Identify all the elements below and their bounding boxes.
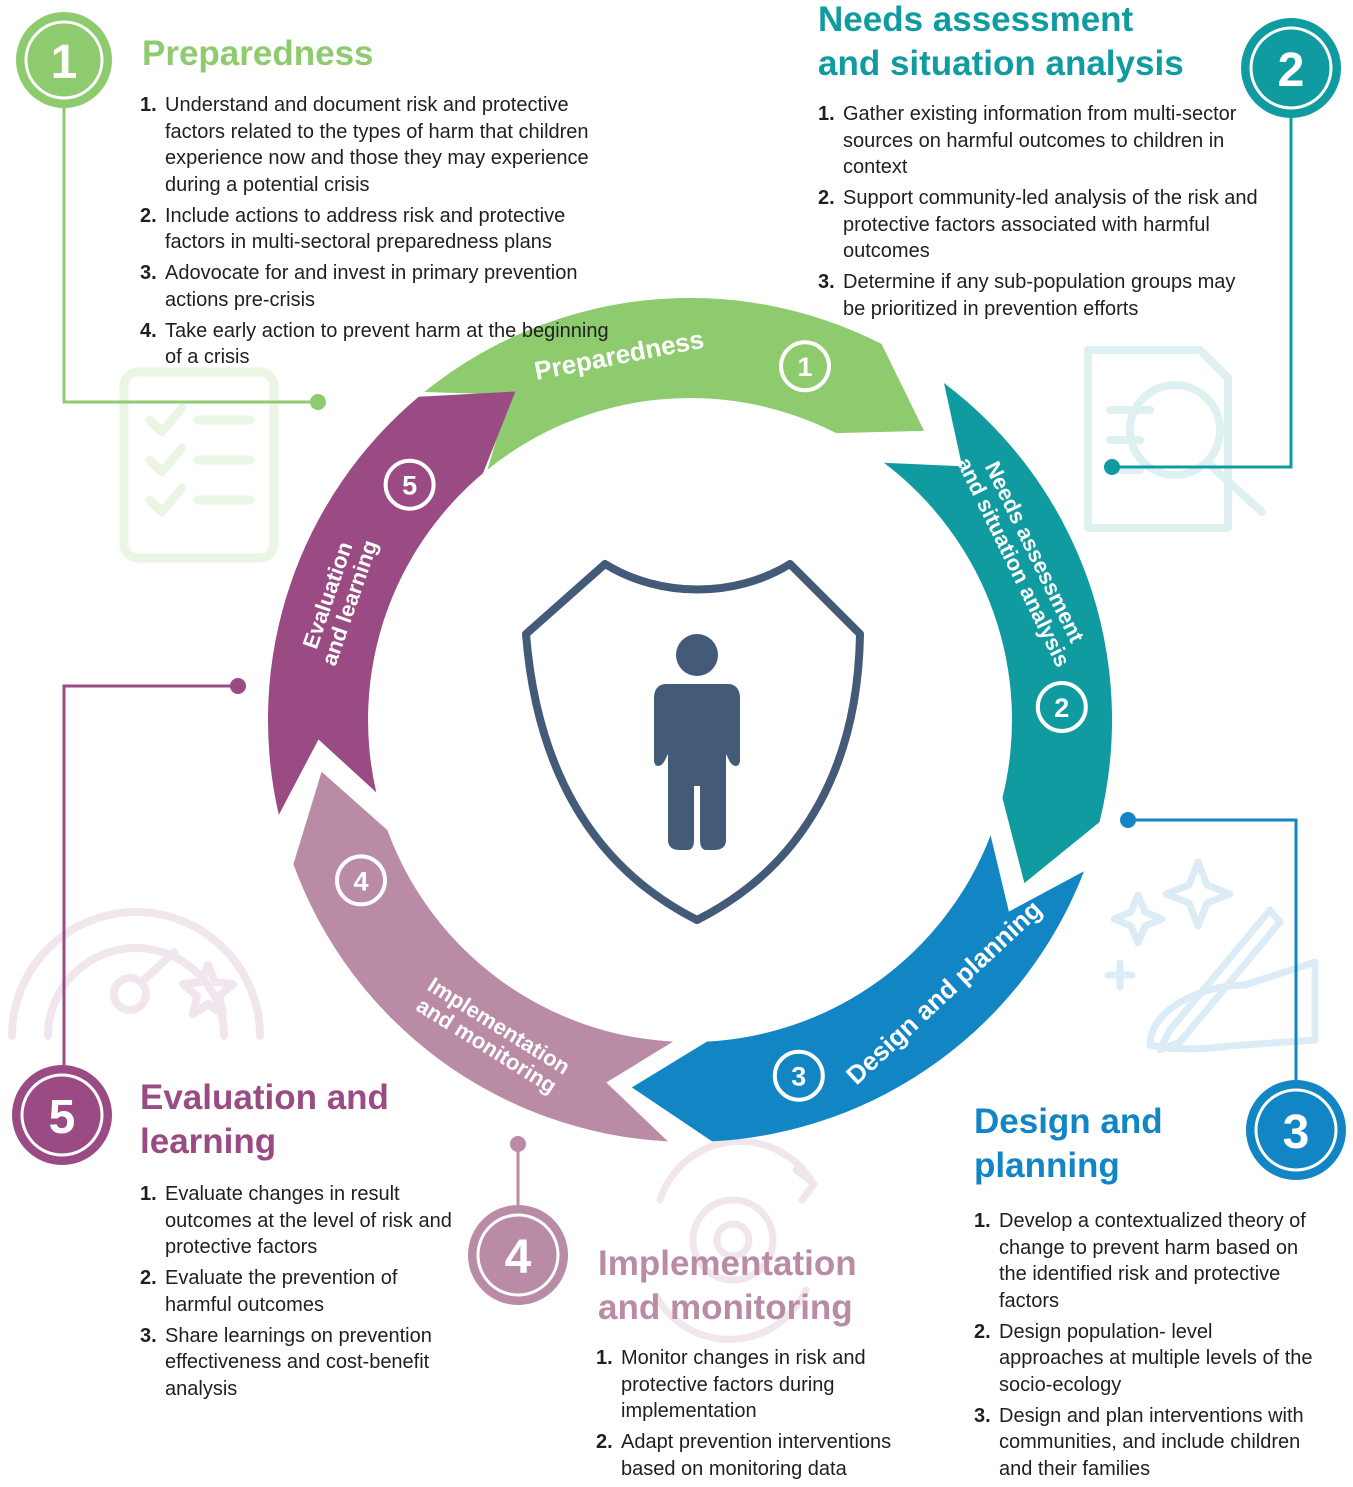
ring-number-circle-2 [1035, 681, 1088, 733]
connector-dot-1 [310, 394, 326, 410]
shield-person-icon [522, 560, 864, 924]
connector-dot-4 [510, 1136, 526, 1152]
list-item: 1.Evaluate changes in result outcomes at… [140, 1183, 452, 1258]
badge-2: 2 [1241, 18, 1341, 118]
ring-number-3: 3 [791, 1062, 806, 1092]
stage-1-steps: 1.Understand and document risk and prote… [140, 92, 610, 375]
document-search-icon [1084, 346, 1266, 532]
svg-text:1: 1 [51, 36, 78, 89]
connector-1 [62, 90, 318, 404]
connector-2 [1112, 112, 1293, 469]
stage-2-title: Needs assessment and situation analysis [818, 0, 1184, 83]
badge-3: 3 [1246, 1080, 1346, 1180]
svg-text:4: 4 [505, 1231, 532, 1284]
stage-3-title: Design and planning [974, 1102, 1163, 1185]
ring-number-2: 2 [1054, 693, 1069, 723]
list-item: 2.Adapt prevention interventions based o… [596, 1431, 892, 1480]
list-item: 3.Design and plan interventions with com… [974, 1404, 1304, 1480]
checklist-icon [119, 367, 279, 563]
stage-4-title: Implementation and monitoring [598, 1244, 857, 1327]
ring-number-circle-4 [335, 854, 387, 907]
ring-number-4: 4 [353, 866, 368, 896]
list-item: 2.Design population- level approaches at… [974, 1320, 1313, 1396]
list-item: 4.Take early action to prevent harm at t… [140, 319, 609, 369]
ring-number-circle-3 [772, 1049, 825, 1102]
svg-text:2: 2 [1278, 44, 1305, 97]
stage-3-steps: 1.Develop a contextualized theory of cha… [974, 1208, 1314, 1487]
ring-arrow-2 [883, 383, 1113, 884]
list-item: 1.Gather existing information from multi… [818, 103, 1237, 178]
stage-5-steps: 1.Evaluate changes in result outcomes at… [140, 1181, 465, 1407]
ring-number-circle-5 [383, 458, 436, 511]
ring-arrow-5 [267, 391, 516, 815]
list-item: 3.Adovocate for and invest in primary pr… [140, 262, 578, 311]
list-item: 1.Develop a contextualized theory of cha… [974, 1210, 1306, 1312]
list-item: 1.Understand and document risk and prote… [140, 94, 589, 196]
connector-dot-3 [1120, 812, 1136, 828]
ring-number-1: 1 [797, 352, 812, 382]
stage-5-title: Evaluation and learning [140, 1078, 389, 1161]
badge-4: 4 [468, 1205, 568, 1305]
list-item: 1.Monitor changes in risk and protective… [596, 1347, 866, 1422]
gear-cycle-icon [652, 1137, 818, 1343]
svg-text:5: 5 [49, 1091, 76, 1144]
badge-1: 1 [16, 12, 112, 108]
ring-number-5: 5 [402, 471, 417, 501]
connector-3 [1128, 818, 1298, 1082]
hand-writing-sparkle-icon [1104, 858, 1319, 1054]
stage-1-title: Preparedness [142, 34, 374, 73]
list-item: 2.Include actions to address risk and pr… [140, 204, 566, 254]
badge-5: 5 [12, 1065, 112, 1165]
stage-4-steps: 1.Monitor changes in risk and protective… [596, 1345, 926, 1487]
gauge-star-icon [8, 908, 264, 1040]
connector-dot-5 [230, 678, 246, 694]
list-item: 2.Support community-led analysis of the … [818, 187, 1258, 262]
ring-arrow-4 [293, 771, 674, 1142]
stage-2-steps: 1.Gather existing information from multi… [818, 101, 1258, 327]
connector-dot-2 [1104, 459, 1120, 475]
list-item: 3.Determine if any sub-population groups… [818, 271, 1236, 320]
ring-number-circle-1 [779, 340, 831, 393]
svg-text:3: 3 [1283, 1106, 1310, 1159]
ring-arrow-3 [631, 835, 1084, 1142]
list-item: 3.Share learnings on prevention effectiv… [140, 1324, 432, 1400]
list-item: 2.Evaluate the prevention of harmful out… [140, 1267, 398, 1316]
connector-5 [62, 684, 238, 1065]
